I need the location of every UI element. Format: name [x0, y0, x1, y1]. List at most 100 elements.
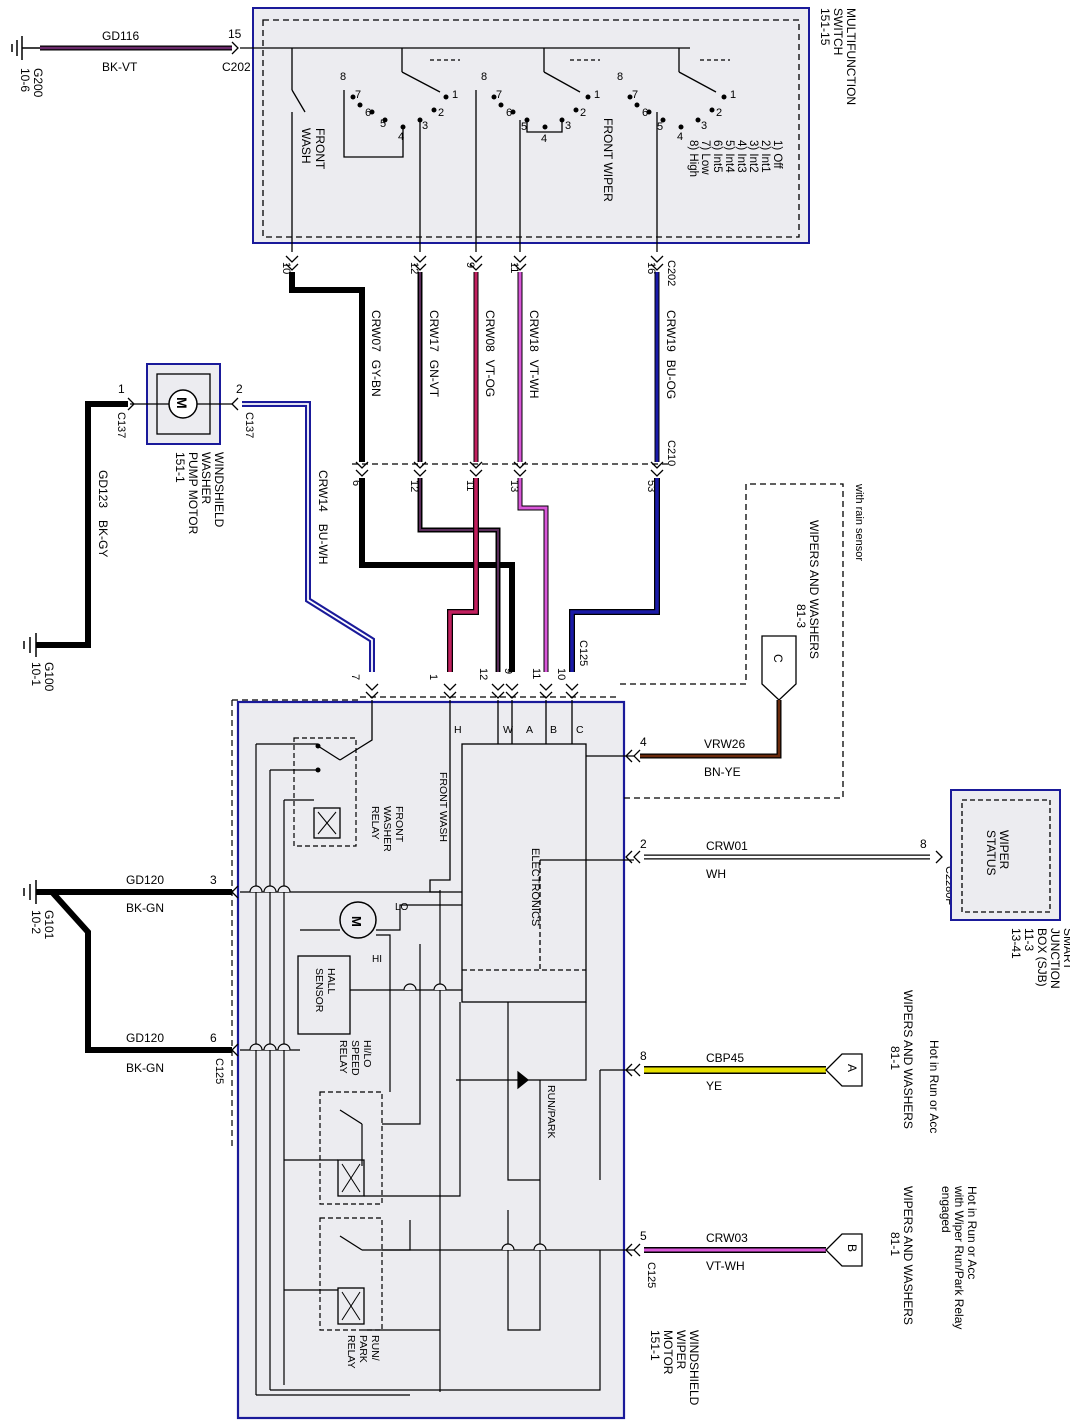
svg-text:4: 4 — [677, 131, 683, 143]
letter-c: C — [576, 724, 584, 736]
pump-connector-1: C137 — [115, 412, 127, 438]
legend-4: 4) Int3 — [735, 140, 747, 173]
mid-harness: CRW14BU-WH — [242, 401, 660, 672]
crw17-circuit: CRW17 — [427, 310, 441, 352]
sjb-name-3: BOX (SJB) — [1035, 928, 1049, 987]
rain-ref: 81-3 — [794, 604, 808, 628]
legend-3: 3) Int2 — [747, 140, 759, 173]
electronics-label: ELECTRONICS — [529, 848, 541, 926]
svg-text:6: 6 — [365, 107, 371, 119]
crw03-circuit: CRW03 — [706, 1231, 748, 1245]
cbp45-dest: WIPERS AND WASHERS — [901, 990, 915, 1129]
crw14-color: BU-WH — [316, 524, 330, 565]
legend-8: 8) High — [687, 140, 699, 177]
cbp45-pin: 8 — [640, 1049, 647, 1063]
crw08-color: VT-OG — [483, 360, 497, 397]
motor-hi: HI — [372, 954, 382, 965]
svg-text:3: 3 — [701, 120, 707, 132]
crw01-color: WH — [706, 867, 726, 881]
c125-pin-11: 11 — [530, 668, 542, 679]
sjb-name-2: JUNCTION — [1048, 928, 1062, 989]
gd120-bot-connector: C125 — [213, 1058, 225, 1084]
cbp45-circuit: CBP45 — [706, 1051, 744, 1065]
wiper-motor-ref: 151-1 — [648, 1330, 662, 1361]
hilo-1: HI/LO — [361, 1040, 373, 1067]
vrw26-pin: 4 — [640, 735, 647, 749]
crw01-wire: CRW01 WH 2 8 C2280F — [625, 837, 955, 905]
c125-pin-12: 12 — [477, 668, 489, 680]
cbp45-color: YE — [706, 1079, 722, 1093]
svg-text:CRW08VT-OG: CRW08VT-OG — [483, 310, 497, 397]
fw-relay-2: WASHER — [381, 806, 393, 852]
front-wash-internal: FRONT WASH — [437, 772, 449, 842]
gd120-bot-color: BK-GN — [126, 1061, 164, 1075]
gd120-top-circuit: GD120 — [126, 873, 164, 887]
cbp45-ref: 81-1 — [888, 1046, 902, 1070]
gd120-top-color: BK-GN — [126, 901, 164, 915]
svg-text:8: 8 — [340, 71, 346, 83]
svg-text:4: 4 — [398, 131, 404, 143]
gd123-color: BK-GY — [96, 520, 110, 557]
front-wash-label-2: WASH — [299, 128, 313, 164]
crw01-pin: 2 — [640, 837, 647, 851]
svg-text:6: 6 — [506, 107, 512, 119]
vrw26-color: BN-YE — [704, 765, 741, 779]
sjb-box-2: STATUS — [984, 830, 998, 876]
cbp45-wire: A CBP45 YE 8 Hot in Run or Acc WIPERS AN… — [625, 990, 941, 1133]
pump-name-3: PUMP MOTOR — [186, 452, 200, 535]
wiper-motor-symbol: M — [349, 916, 364, 927]
c202-pin-2: 12 — [408, 262, 420, 274]
c202-top: C202 — [222, 60, 251, 74]
c125-pin-10: 10 — [555, 668, 567, 680]
c125-pin-7: 7 — [349, 674, 361, 680]
fw-relay-1: FRONT — [393, 806, 405, 843]
gd120-bot-circuit: GD120 — [126, 1031, 164, 1045]
c210-label: C210 — [665, 440, 677, 466]
rp-relay-1: RUN/ — [369, 1335, 381, 1361]
crw03-color: VT-WH — [706, 1259, 745, 1273]
gd120-top-pin: 3 — [210, 873, 217, 887]
pump-pin-1: 1 — [118, 382, 125, 396]
letter-h: H — [454, 724, 462, 736]
svg-text:2: 2 — [580, 107, 586, 119]
rain-note: with rain sensor — [853, 483, 865, 561]
letter-a: A — [526, 724, 533, 736]
rain-letter: C — [771, 654, 785, 663]
crw03-note-1: Hot in Run or Acc — [965, 1186, 979, 1279]
fw-relay-3: RELAY — [369, 806, 381, 840]
gd116-color: BK-VT — [102, 60, 138, 74]
rp-relay-3: RELAY — [345, 1335, 357, 1369]
pump-ref: 151-1 — [173, 452, 187, 483]
legend-5: 5) Int4 — [723, 140, 735, 173]
wiper-motor-name-3: MOTOR — [661, 1330, 675, 1375]
motor-lo: LO — [395, 902, 409, 913]
crw01-circuit: CRW01 — [706, 839, 748, 853]
gd116-circuit: GD116 — [102, 29, 139, 43]
svg-text:4: 4 — [541, 133, 547, 145]
pump-name-2: WASHER — [199, 452, 213, 505]
c210-pin-3: 11 — [464, 480, 476, 491]
pump-name-1: WINDSHIELD — [212, 452, 226, 528]
svg-text:CRW17GN-VT: CRW17GN-VT — [427, 310, 441, 398]
g101-ref: 10-2 — [29, 910, 43, 934]
svg-text:GD123BK-GY: GD123BK-GY — [96, 470, 110, 557]
sjb-box-1: WIPER — [997, 830, 1011, 870]
svg-text:7: 7 — [355, 89, 361, 101]
crw03-pin: 5 — [640, 1229, 647, 1243]
svg-text:5: 5 — [521, 121, 527, 133]
crw07-color: GY-BN — [369, 360, 383, 397]
washer-pump-motor: M 1 2 C137 C137 WINDSHIELD WASHER PUMP M… — [23, 363, 255, 692]
wiper-motor-module: ELECTRONICS H W A B C FRONT WASH FRO — [231, 699, 701, 1420]
crw14-circuit: CRW14 — [316, 470, 330, 512]
vrw26-circuit: VRW26 — [704, 737, 745, 751]
mfs-ref: 151-15 — [818, 8, 832, 46]
rain-sensor-option: with rain sensor WIPERS AND WASHERS 81-3… — [620, 483, 865, 799]
front-wash-label-1: FRONT — [313, 128, 327, 170]
mfs-title-1: MULTIFUNCTION — [844, 8, 858, 105]
crw07-circuit: CRW07 — [369, 310, 383, 352]
svg-text:1: 1 — [730, 89, 736, 101]
crw19-color: BU-OG — [664, 360, 678, 399]
pump-pin-2: 2 — [236, 382, 243, 396]
legend-1: 1) Off — [771, 140, 783, 169]
run-park-label: RUN/PARK — [545, 1085, 557, 1138]
